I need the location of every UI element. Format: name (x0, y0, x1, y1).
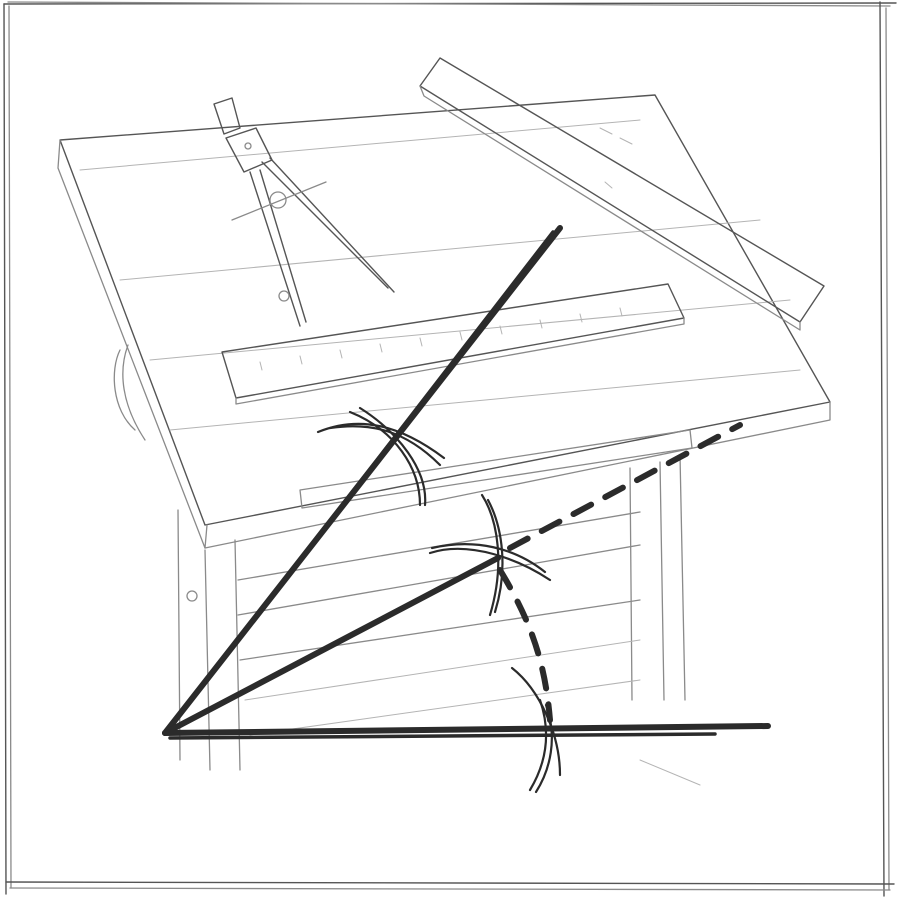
angle-construction (162, 225, 771, 740)
ray-base (162, 723, 771, 736)
drafting-table (57, 94, 831, 786)
bisector-extension (507, 422, 743, 551)
arc-extension (497, 567, 553, 723)
compass-icon (213, 97, 395, 327)
straightedge-ruler-icon (419, 57, 825, 331)
ruler-icon (221, 283, 685, 405)
protractor-arc-icon (316, 406, 562, 794)
frame-border (3, 1, 897, 897)
ray-bisector (162, 555, 501, 736)
